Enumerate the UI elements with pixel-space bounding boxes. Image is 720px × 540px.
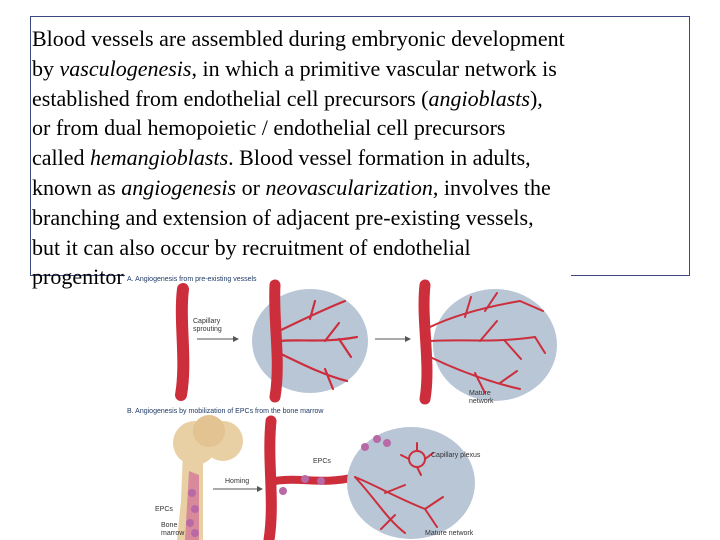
panel-b-title: B. Angiogenesis by mobilization of EPCs … (127, 408, 324, 415)
paragraph-term: angiogenesis (121, 174, 237, 200)
epc-cell-4 (361, 443, 369, 451)
paragraph-line: by vasculogenesis, in which a primitive … (32, 54, 692, 84)
paragraph-text: by (32, 55, 60, 81)
tissue-b-right (347, 427, 475, 539)
paragraph-line: Blood vessels are assembled during embry… (32, 24, 692, 54)
vessel-straight-a (175, 283, 190, 401)
label-bone-marrow-2: marrow (161, 530, 185, 537)
vessel-b-left (263, 415, 277, 540)
epc-cell-5 (373, 435, 381, 443)
paragraph-text: . Blood vessel formation in adults, (228, 145, 531, 171)
label-capillary-sprouting-1: Capillary (193, 318, 221, 325)
network-a-right (429, 292, 546, 394)
label-epcs-left: EPCs (155, 506, 173, 513)
paragraph-text: progenitor (32, 264, 124, 290)
angiogenesis-figure: A. Angiogenesis from pre-existing vessel… (125, 271, 571, 540)
label-mature-network-b: Mature network (425, 530, 474, 537)
angiogenesis-illustration: A. Angiogenesis from pre-existing vessel… (127, 276, 557, 540)
paragraph-term: neovascularization (265, 174, 433, 200)
paragraph-text: branching and extension of adjacent pre-… (32, 204, 534, 230)
paragraph-term: hemangioblasts (90, 145, 229, 171)
label-mature-network-1: Mature (469, 390, 491, 397)
paragraph-line: but it can also occur by recruitment of … (32, 233, 692, 263)
label-mature-network-2: network (469, 398, 494, 405)
paragraph-text: called (32, 145, 91, 171)
label-bone-marrow-1: Bone (161, 522, 177, 529)
paragraph-text: , involves the (432, 174, 551, 200)
paragraph-line: or from dual hemopoietic / endothelial c… (32, 113, 692, 143)
paragraph-text: Blood vessels are assembled during embry… (32, 26, 565, 51)
epc-cell-6 (383, 439, 391, 447)
arrow-homing-head (257, 486, 263, 492)
paragraph-text: known as (32, 174, 122, 200)
vessel-mature-a (418, 279, 433, 405)
label-epcs-top: EPCs (313, 458, 331, 465)
paragraph-text: , in which a primitive vascular network … (191, 55, 557, 81)
vessel-sprouting-a (269, 279, 283, 403)
paragraph-term: angioblasts (428, 85, 530, 111)
label-homing: Homing (225, 478, 249, 485)
epc-cell-3 (317, 477, 325, 485)
label-capillary-plexus: Capillary plexus (431, 452, 481, 459)
paragraph-text: established from endothelial cell precur… (32, 85, 429, 111)
paragraph-text: or (236, 174, 266, 200)
arrow-a2-head (405, 336, 411, 342)
paragraph-term: vasculogenesis (59, 55, 192, 81)
paragraph-line: called hemangioblasts. Blood vessel form… (32, 143, 692, 173)
arrow-a1-head (233, 336, 239, 342)
panel-a-title: A. Angiogenesis from pre-existing vessel… (127, 276, 257, 283)
epc-cell-1 (279, 487, 287, 495)
slide-paragraph: Blood vessels are assembled during embry… (32, 24, 692, 292)
vessel-b-branch (271, 473, 359, 485)
paragraph-text: ), (529, 85, 543, 111)
capillary-plexus (400, 442, 434, 476)
paragraph-line: branching and extension of adjacent pre-… (32, 203, 692, 233)
paragraph-text: or from dual hemopoietic / endothelial c… (32, 115, 506, 141)
epc-cell-2 (301, 475, 309, 483)
paragraph-line: established from endothelial cell precur… (32, 84, 692, 114)
sprouts-a-middle (277, 299, 359, 391)
label-capillary-sprouting-2: sprouting (193, 326, 222, 333)
bone-illustration (173, 415, 243, 540)
paragraph-text: but it can also occur by recruitment of … (32, 234, 471, 260)
paragraph-line: progenitor (32, 262, 692, 292)
network-b-right (354, 476, 444, 534)
paragraph-line: known as angiogenesis or neovascularizat… (32, 173, 692, 203)
